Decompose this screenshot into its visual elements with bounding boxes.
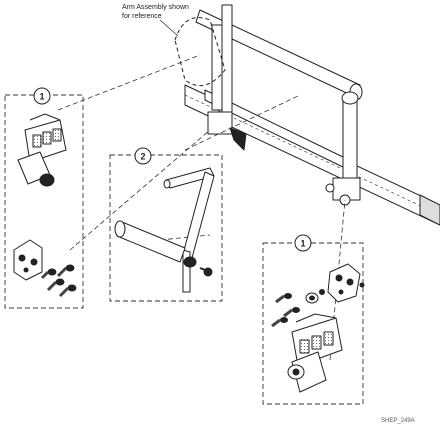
tube-collar bbox=[183, 256, 197, 268]
right-bracket-hole-1 bbox=[335, 274, 343, 282]
clamp-knob bbox=[39, 173, 55, 187]
right-kit-box: 1 bbox=[262, 234, 365, 405]
set-screw-shank bbox=[199, 267, 206, 271]
right-clamp-base bbox=[291, 351, 327, 393]
right-bracket-plate bbox=[327, 263, 361, 303]
leader-center-to-tube bbox=[159, 234, 211, 241]
tube-cylinder bbox=[116, 221, 186, 263]
left-bracket-part bbox=[13, 239, 43, 281]
drawing-code: SHEP_249A bbox=[381, 418, 415, 424]
clamp-tooth-3 bbox=[52, 128, 62, 142]
left-kit-callout-circle bbox=[33, 87, 51, 105]
clamp-top-edge bbox=[29, 113, 61, 121]
center-kit-callout-circle bbox=[134, 147, 152, 165]
right-kit-callout-number: 1 bbox=[300, 239, 305, 249]
annotation-line-2: for reference bbox=[122, 13, 162, 20]
right-washer-small bbox=[319, 289, 325, 295]
right-kit-border bbox=[262, 242, 364, 405]
center-kit-box: 2 bbox=[109, 147, 223, 302]
left-kit-callout-number: 1 bbox=[39, 92, 44, 102]
tube-lower-rod bbox=[182, 249, 191, 293]
left-screws bbox=[40, 264, 77, 298]
right-kit-callout-circle bbox=[294, 234, 312, 252]
set-screw bbox=[203, 267, 213, 277]
right-clamp-part bbox=[287, 313, 343, 393]
annotation-line-1: Arm Assembly shown bbox=[122, 4, 189, 11]
left-clamp-lever bbox=[229, 127, 247, 151]
right-clamp-tooth-1 bbox=[299, 339, 310, 354]
leader-left-to-arm-upper bbox=[57, 54, 201, 111]
lower-rail-dots bbox=[184, 94, 440, 216]
right-spacer bbox=[305, 292, 319, 304]
bracket-hole-3 bbox=[23, 267, 29, 273]
screw-4 bbox=[40, 268, 57, 280]
center-kit-callout-number: 2 bbox=[140, 152, 145, 162]
screw-3 bbox=[58, 284, 77, 298]
left-post bbox=[221, 4, 233, 116]
tube-top-end bbox=[163, 179, 171, 189]
reference-annotation: Arm Assembly shown for reference bbox=[122, 4, 189, 37]
right-clamp-knob-center bbox=[292, 368, 300, 376]
rail-end bbox=[419, 194, 440, 226]
clamp-tooth-2 bbox=[42, 131, 52, 145]
leader-center-to-arm bbox=[184, 94, 301, 151]
right-bracket bbox=[332, 177, 361, 201]
annotation-leader-line bbox=[159, 19, 179, 37]
reference-arm-assembly bbox=[174, 4, 440, 226]
bracket-plate bbox=[13, 239, 43, 281]
left-kit-box: 1 bbox=[4, 87, 84, 309]
right-bracket-part bbox=[327, 263, 361, 303]
swing-arm-tube bbox=[114, 167, 215, 293]
arm-pad-outline bbox=[174, 17, 226, 87]
screw-1 bbox=[56, 264, 75, 278]
leader-left-to-clamp bbox=[69, 129, 211, 251]
tube-cylinder-end bbox=[114, 220, 126, 238]
left-clamp bbox=[207, 111, 233, 135]
tube-diagonal bbox=[182, 171, 215, 259]
clamp-tooth-1 bbox=[32, 134, 42, 148]
right-bracket-hole-3 bbox=[338, 289, 344, 295]
bracket-hole-1 bbox=[18, 254, 26, 262]
right-screws bbox=[271, 293, 300, 328]
right-screw-1 bbox=[275, 293, 292, 304]
right-clamp-top-edge bbox=[295, 313, 337, 323]
right-clamp-tooth-3 bbox=[323, 331, 334, 346]
left-post-rear bbox=[211, 24, 223, 111]
left-clamp-part bbox=[17, 113, 67, 187]
right-bracket-bolt bbox=[325, 183, 335, 193]
right-post-cap bbox=[341, 91, 359, 105]
screw-2 bbox=[46, 278, 65, 292]
right-screw-2 bbox=[283, 307, 300, 318]
right-clamp-tooth-2 bbox=[311, 335, 322, 350]
left-kit-border bbox=[4, 94, 84, 309]
right-screw-3 bbox=[271, 317, 288, 328]
bracket-hole-2 bbox=[30, 258, 38, 266]
center-kit-border bbox=[109, 154, 223, 302]
right-nut bbox=[359, 282, 365, 288]
right-bracket-hole-2 bbox=[346, 278, 354, 286]
